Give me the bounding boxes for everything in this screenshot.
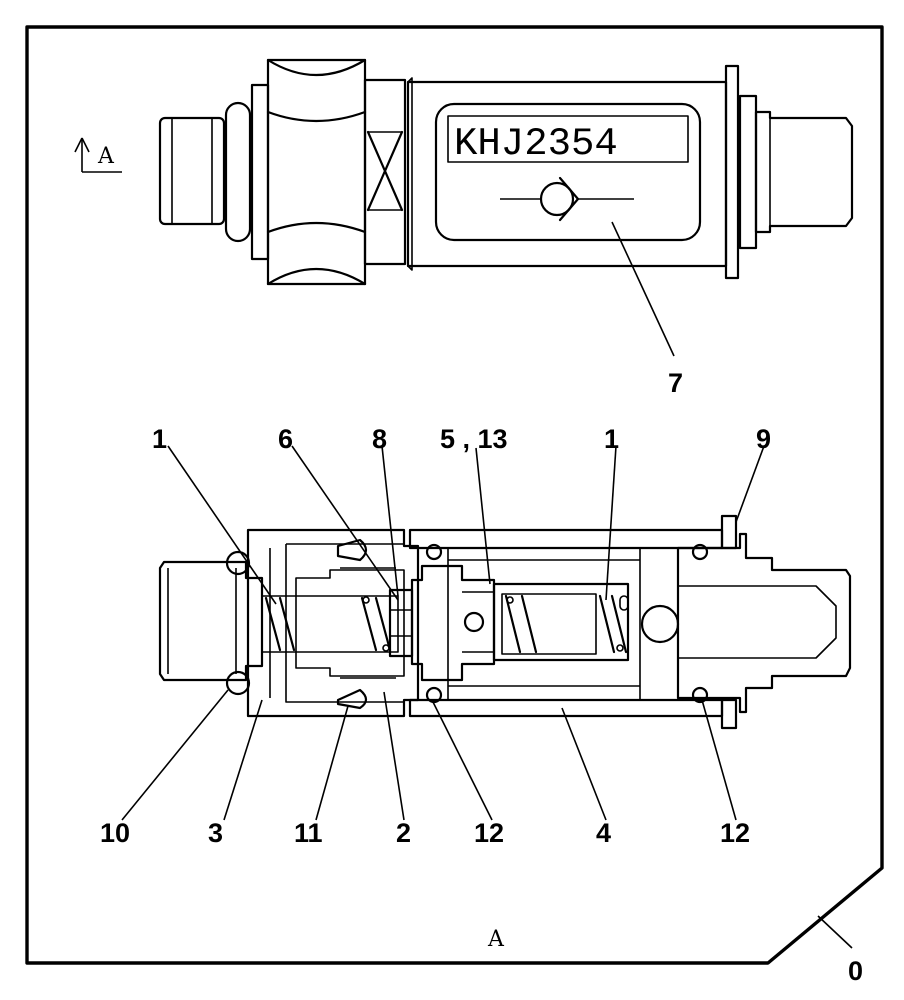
callout-6: 6 — [278, 424, 293, 454]
callout-5-13: 5 , 13 — [440, 424, 508, 454]
section-arrow-a: A — [74, 137, 122, 173]
view-caption-a: A — [487, 927, 505, 952]
callout-1-left: 1 — [152, 424, 167, 454]
callout-12-left: 12 — [474, 818, 504, 848]
callout-7: 7 — [668, 368, 683, 398]
section-arrow-label: A — [97, 144, 115, 169]
nameplate — [434, 102, 702, 242]
drawing-frame — [25, 25, 884, 965]
nameplate-model-number: KHJ2354 — [454, 122, 618, 166]
callout-9: 9 — [756, 424, 771, 454]
callout-11: 11 — [294, 818, 323, 848]
valve-section-view — [158, 514, 852, 730]
callout-1-right: 1 — [604, 424, 619, 454]
callout-4: 4 — [596, 818, 611, 848]
callout-2: 2 — [396, 818, 411, 848]
callout-8: 8 — [372, 424, 387, 454]
valve-external-view: KHJ2354 — [158, 58, 854, 286]
check-valve-symbol — [500, 176, 634, 222]
callout-0: 0 — [848, 956, 863, 986]
callout-3: 3 — [208, 818, 223, 848]
callout-12-right: 12 — [720, 818, 750, 848]
callout-10: 10 — [100, 818, 130, 848]
